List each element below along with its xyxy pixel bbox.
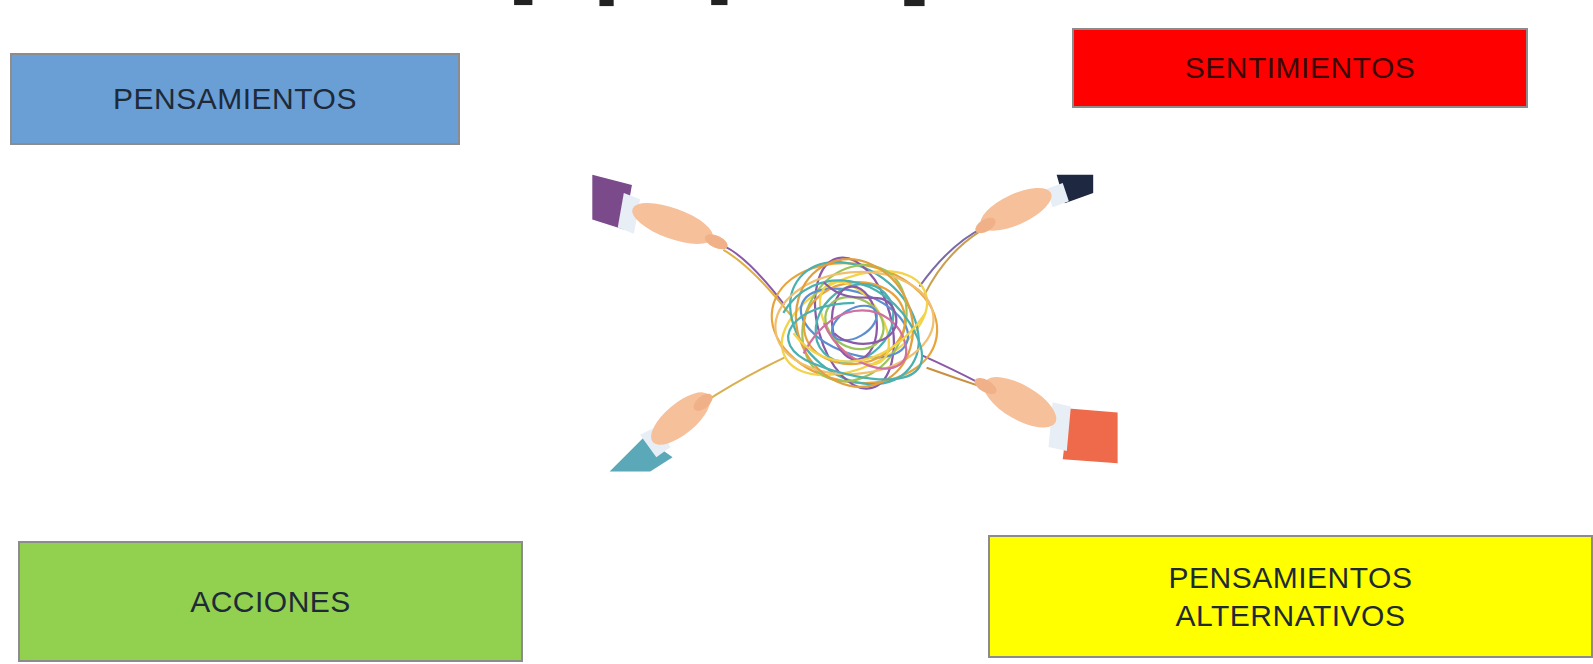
hand-bottom-left	[610, 383, 719, 471]
blue-box: PENSAMIENTOS	[10, 53, 460, 145]
box-label: PENSAMIENTOS ALTERNATIVOS	[1146, 559, 1436, 634]
hand-top-left	[592, 175, 730, 253]
red-box: SENTIMIENTOS	[1072, 28, 1528, 108]
box-label: SENTIMIENTOS	[1185, 49, 1415, 87]
hand-top-right	[973, 175, 1093, 240]
cut-heading-marks	[514, 0, 924, 6]
hand-bottom-right	[972, 367, 1118, 463]
green-box: ACCIONES	[18, 541, 523, 662]
yellow-box: PENSAMIENTOS ALTERNATIVOS	[988, 535, 1593, 658]
box-label: ACCIONES	[190, 583, 351, 621]
yarn-ball	[762, 237, 947, 409]
yarn-strings	[701, 228, 985, 405]
box-label: PENSAMIENTOS	[113, 80, 357, 118]
